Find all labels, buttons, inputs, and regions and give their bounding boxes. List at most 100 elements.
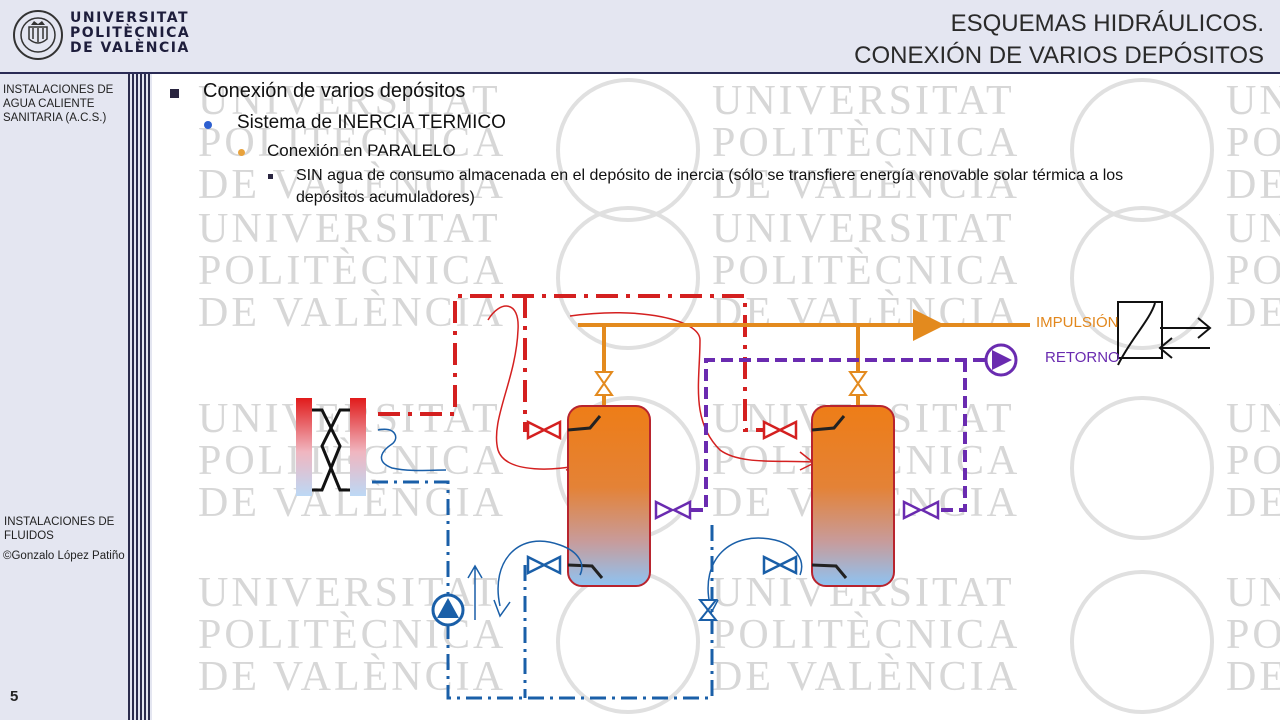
watermark-tile: UNIVERSITAT POLITÈCNICA DE VALÈNCIA: [1226, 396, 1280, 576]
valve-icon: [762, 419, 798, 441]
watermark-line: UNIVERSITAT: [198, 78, 501, 124]
watermark-line: UNIVERSITAT: [1226, 78, 1280, 124]
watermark-tile: UNIVERSITAT POLITÈCNICA DE VALÈNCIA: [198, 206, 712, 386]
exchanger-plate: [350, 398, 366, 496]
exchanger-plate: [296, 398, 312, 496]
watermark-line: POLITÈCNICA: [712, 612, 1021, 658]
watermark-tile: UNIVERSITAT POLITÈCNICA DE VALÈNCIA: [1226, 78, 1280, 258]
slide-title-line-1: ESQUEMAS HIDRÁULICOS.: [950, 10, 1264, 37]
watermark-layer: UNIVERSITAT POLITÈCNICA DE VALÈNCIA UNIV…: [152, 74, 1280, 720]
logo-line-3: DE VALÈNCIA: [70, 40, 190, 56]
watermark-line: POLITÈCNICA: [1226, 248, 1280, 294]
valve-icon: [902, 499, 940, 521]
hot-pipe-branch: [523, 296, 540, 432]
heat-exchanger: [296, 398, 366, 496]
header-divider: [0, 72, 1280, 74]
watermark-line: POLITÈCNICA: [1226, 612, 1280, 658]
watermark-line: DE VALÈNCIA: [1226, 654, 1280, 700]
watermark-line: POLITÈCNICA: [198, 120, 507, 166]
logo-line-1: UNIVERSITAT: [70, 10, 190, 26]
watermark-line: POLITÈCNICA: [198, 248, 507, 294]
watermark-tile: UNIVERSITAT POLITÈCNICA DE VALÈNCIA: [198, 78, 712, 258]
valve-icon: [654, 499, 692, 521]
watermark-line: POLITÈCNICA: [712, 120, 1021, 166]
tank-inlet: [811, 415, 846, 432]
watermark-line: UNIVERSITAT: [1226, 396, 1280, 442]
author-credit: ©Gonzalo López Patiño: [3, 550, 125, 562]
flow-arrow-icon: [913, 309, 945, 341]
watermark-line: DE VALÈNCIA: [1226, 162, 1280, 208]
sidebar: [0, 74, 128, 720]
tank-1: [567, 405, 651, 587]
watermark-line: POLITÈCNICA: [712, 248, 1021, 294]
logo-line-2: POLITÈCNICA: [70, 25, 191, 41]
exchanger-arrow: [1158, 337, 1210, 359]
watermark-line: UNIVERSITAT: [1226, 206, 1280, 252]
consumption-exchanger-sketch: [1117, 301, 1212, 366]
bullet-level-3: Conexión en PARALELO: [267, 141, 456, 160]
return-pump-icon: [984, 343, 1018, 377]
watermark-line: POLITÈCNICA: [1226, 120, 1280, 166]
watermark-seal-icon: [556, 206, 700, 350]
exchanger-box: [1117, 301, 1163, 359]
return-line: [690, 358, 985, 512]
bullet-level-1: Conexión de varios depósitos: [203, 80, 466, 102]
cold-annotation-path: [707, 537, 803, 606]
return-label: RETORNO: [1045, 349, 1120, 366]
university-logo-text: UNIVERSITAT POLITÈCNICA DE VALÈNCIA: [70, 11, 190, 56]
header-bar: [0, 0, 1280, 72]
watermark-tile: UNIVERSITAT POLITÈCNICA DE VALÈNCIA: [198, 396, 712, 576]
exchanger-crossing: [312, 408, 350, 492]
watermark-seal-icon: [1070, 206, 1214, 350]
sidebar-stripes: [128, 74, 152, 720]
watermark-line: UNIVERSITAT: [198, 206, 501, 252]
cold-annotation-path: [497, 540, 583, 607]
cold-circuit: [372, 480, 714, 700]
hot-annotation-path: [487, 305, 581, 470]
subject-line-1: INSTALACIONES DE: [4, 516, 115, 528]
watermark-tile: UNIVERSITAT POLITÈCNICA DE VALÈNCIA: [712, 78, 1226, 258]
exchanger-arrow: [1160, 317, 1212, 339]
subject-line-2: FLUIDOS: [4, 530, 54, 542]
valve-icon: [526, 419, 562, 441]
bullet-dot-icon: [204, 121, 212, 129]
valve-icon: [697, 599, 719, 621]
watermark-line: DE VALÈNCIA: [712, 162, 1020, 208]
tank-2: [811, 405, 895, 587]
cold-annotation-path: [377, 428, 447, 472]
tank-outlet: [567, 563, 604, 579]
course-line-2: AGUA CALIENTE: [3, 98, 95, 110]
watermark-seal-icon: [1070, 570, 1214, 714]
bullet-square-icon: [170, 89, 179, 98]
hot-circuit-branch: [523, 296, 540, 432]
return-pipe: [690, 358, 985, 512]
exchanger-diagonal: [1117, 302, 1156, 366]
watermark-line: DE VALÈNCIA: [1226, 480, 1280, 526]
university-seal-icon: [13, 10, 63, 60]
bullet-level-2: Sistema de INERCIA TERMICO: [237, 112, 506, 133]
course-line-3: SANITARIA (A.C.S.): [3, 112, 107, 124]
cold-annotation-arrow: [467, 564, 483, 620]
watermark-line: UNIVERSITAT: [198, 396, 501, 442]
supply-line: [578, 309, 1030, 415]
slide-title: ESQUEMAS HIDRÁULICOS. CONEXIÓN DE VARIOS…: [854, 8, 1264, 72]
valve-icon: [762, 554, 798, 576]
valve-icon: [594, 371, 614, 396]
watermark-tile: UNIVERSITAT POLITÈCNICA DE VALÈNCIA: [1226, 570, 1280, 720]
bullet-dot-icon: [238, 149, 245, 156]
tank-inlet: [567, 415, 602, 432]
slide-title-line-2: CONEXIÓN DE VARIOS DEPÓSITOS: [854, 42, 1264, 69]
watermark-line: DE VALÈNCIA: [198, 162, 506, 208]
cold-annotation-arrow: [493, 599, 511, 618]
bullet-level-4-line-1: SIN agua de consumo almacenada en el dep…: [296, 167, 1124, 184]
course-line-1: INSTALACIONES DE: [3, 84, 114, 96]
bullet-square-icon: [268, 174, 273, 179]
watermark-line: POLITÈCNICA: [1226, 438, 1280, 484]
supply-label: IMPULSIÓN: [1036, 314, 1119, 331]
watermark-line: UNIVERSITAT: [712, 78, 1015, 124]
cold-pipe: [372, 480, 714, 700]
hot-annotation-path: [569, 311, 813, 463]
watermark-line: DE VALÈNCIA: [198, 290, 506, 336]
